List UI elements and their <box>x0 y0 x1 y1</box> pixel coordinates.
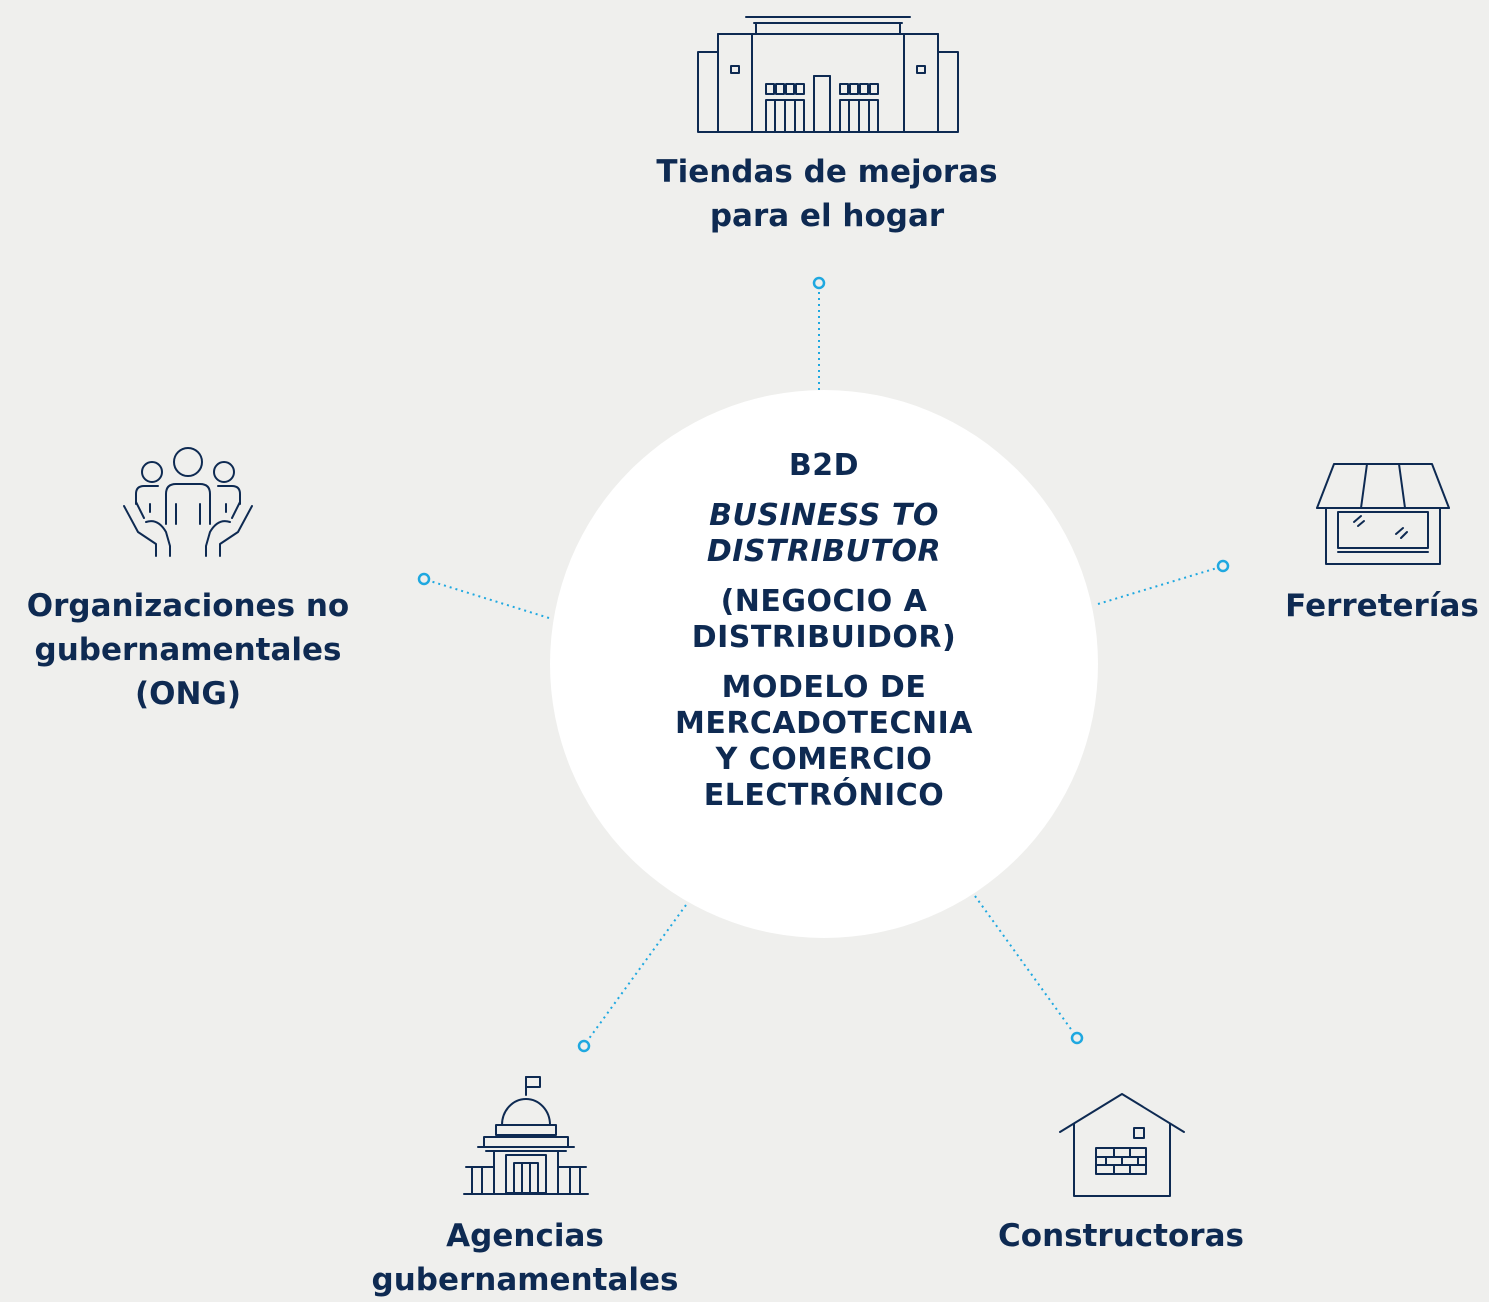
connector-ngo <box>429 580 550 619</box>
connector-dot-builders <box>1070 1031 1084 1045</box>
hub-model-line-1: MODELO DE <box>721 670 927 705</box>
node-hardware-label: Ferreterías <box>1276 584 1488 628</box>
connector-dot-government <box>577 1039 591 1053</box>
hub-spanish-line-2: DISTRIBUIDOR) <box>691 620 957 655</box>
hub-english-line-2: DISTRIBUTOR <box>706 534 942 569</box>
hub-text: B2D BUSINESS TO DISTRIBUTOR (NEGOCIO A D… <box>550 448 1098 814</box>
connector-dot-hardware <box>1216 559 1230 573</box>
shopfront-icon <box>1314 460 1454 570</box>
capitol-building-icon <box>463 1075 589 1197</box>
hub-english-line-1: BUSINESS TO <box>709 498 939 533</box>
hub-acronym: B2D <box>788 448 860 483</box>
label-line-1: Tiendas de mejoras <box>656 154 998 190</box>
label-line-1: Agencias <box>446 1218 604 1254</box>
label-line-3: (ONG) <box>134 676 242 712</box>
hub-spanish-line-1: (NEGOCIO A <box>720 584 928 619</box>
people-in-hands-icon <box>120 446 256 558</box>
node-government-label: Agencias gubernamentales <box>350 1214 700 1302</box>
node-ngo-label: Organizaciones no gubernamentales (ONG) <box>8 584 368 716</box>
house-bricks-icon <box>1058 1092 1188 1198</box>
connector-dot-home-improvement <box>812 276 826 290</box>
store-building-icon <box>696 14 960 134</box>
label-line-1: Organizaciones no <box>26 588 350 624</box>
node-home-improvement-label: Tiendas de mejoras para el hogar <box>619 150 1035 238</box>
connector-builders <box>974 895 1074 1033</box>
node-builders-label: Constructoras <box>980 1214 1262 1258</box>
label-line-2: gubernamentales <box>371 1262 679 1298</box>
connector-hardware <box>1097 567 1218 605</box>
hub-model-line-2: MERCADOTECNIA <box>674 706 974 741</box>
hub-circle: B2D BUSINESS TO DISTRIBUTOR (NEGOCIO A D… <box>550 390 1098 938</box>
label-line-1: Ferreterías <box>1285 588 1479 624</box>
label-line-2: para el hogar <box>709 198 945 234</box>
label-line-2: gubernamentales <box>34 632 342 668</box>
hub-model-line-4: ELECTRÓNICO <box>703 778 945 813</box>
connector-government <box>587 904 687 1041</box>
connector-dot-ngo <box>417 572 431 586</box>
label-line-1: Constructoras <box>998 1218 1244 1254</box>
hub-model-line-3: Y COMERCIO <box>715 742 933 777</box>
